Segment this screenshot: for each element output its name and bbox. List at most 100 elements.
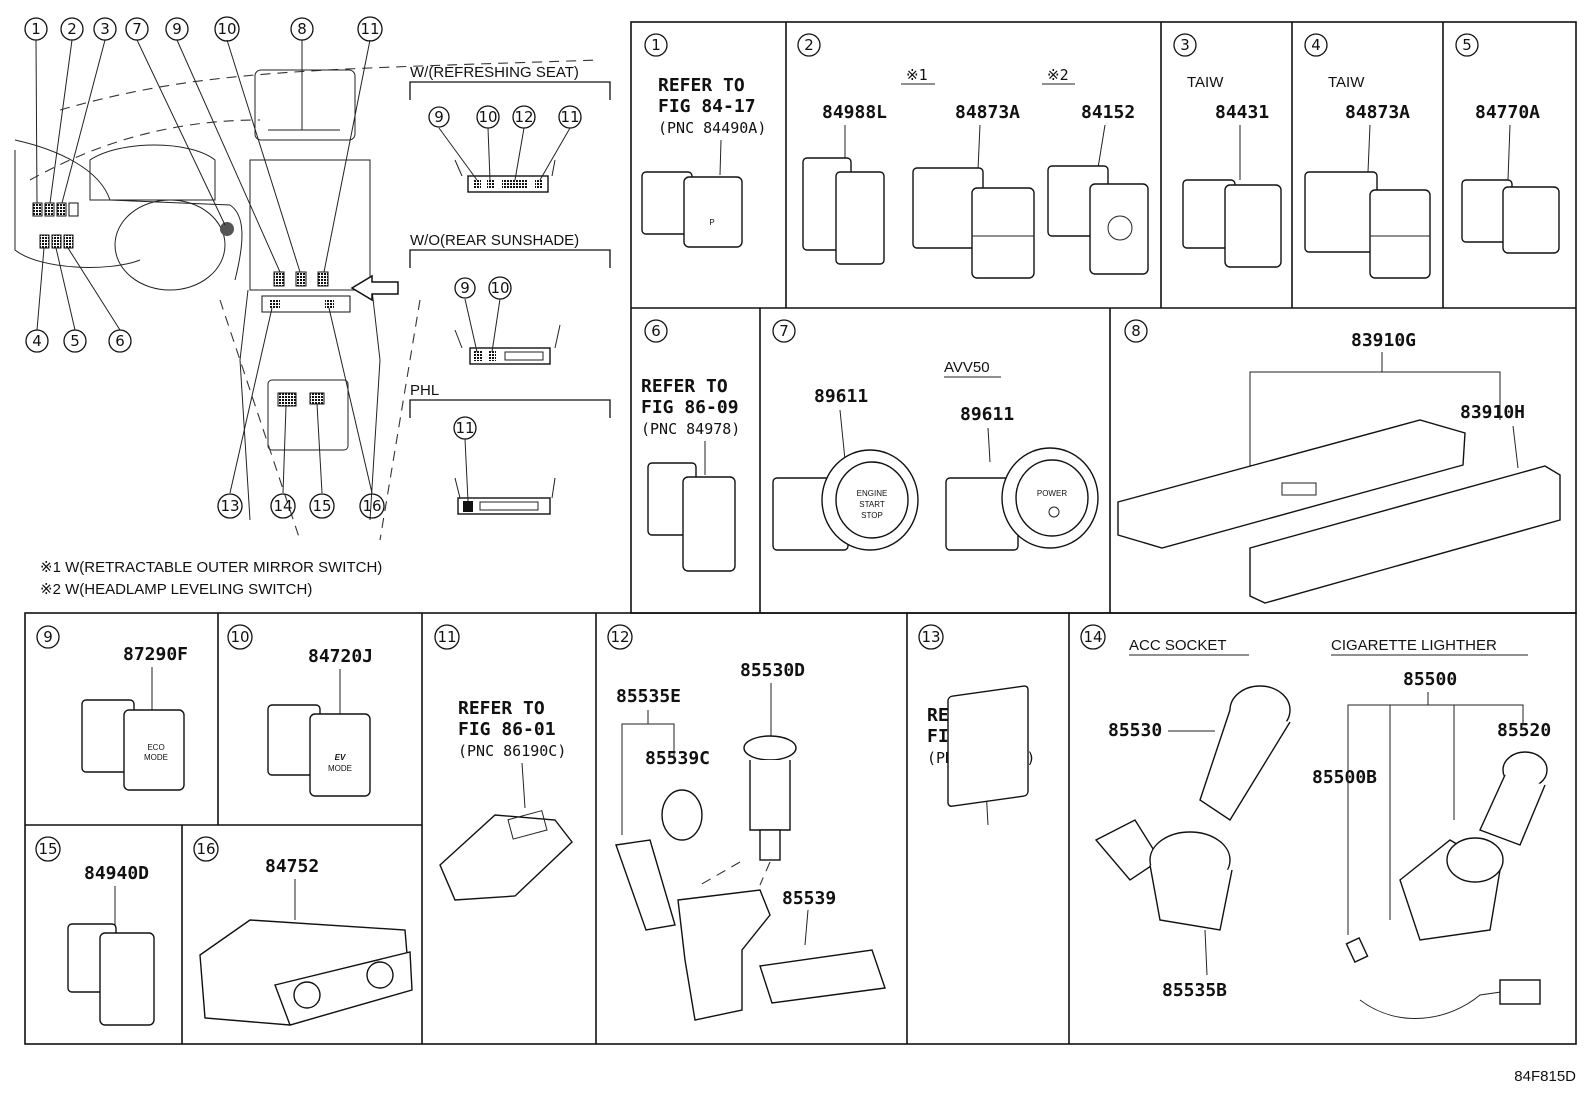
svg-text:(PNC 86190C): (PNC 86190C) bbox=[458, 742, 566, 760]
callout-9: 9 bbox=[165, 17, 189, 41]
svg-text:FIG 86-01: FIG 86-01 bbox=[458, 719, 556, 740]
cell-5: 5 84770A bbox=[1455, 33, 1560, 254]
park-assist-switch: P bbox=[641, 171, 743, 248]
socket-cover-85535e bbox=[615, 839, 771, 1021]
svg-text:FIG 86-09: FIG 86-09 bbox=[641, 397, 739, 418]
svg-text:8: 8 bbox=[1131, 322, 1141, 340]
svg-text:1: 1 bbox=[31, 20, 41, 38]
svg-text:4: 4 bbox=[32, 332, 42, 350]
callout-10: 10 bbox=[214, 16, 240, 42]
svg-text:ACC SOCKET: ACC SOCKET bbox=[1129, 637, 1227, 654]
svg-text:7: 7 bbox=[132, 20, 142, 38]
overview-callouts: 1 2 3 7 9 10 8 11 4 5 6 13 14 15 16 bbox=[24, 16, 385, 519]
acc-socket-85535b bbox=[1094, 819, 1233, 931]
svg-text:12: 12 bbox=[610, 628, 629, 646]
svg-text:POWER: POWER bbox=[1037, 489, 1067, 498]
cell-4: 4 TAIW 84873A bbox=[1304, 33, 1431, 279]
overview-leaders bbox=[35, 39, 373, 494]
svg-text:W/O(REAR SUNSHADE): W/O(REAR SUNSHADE) bbox=[410, 232, 579, 249]
svg-text:85530: 85530 bbox=[1108, 720, 1162, 741]
switch-locations bbox=[32, 202, 351, 407]
svg-text:5: 5 bbox=[1462, 36, 1472, 54]
svg-text:87290F: 87290F bbox=[123, 644, 188, 665]
svg-text:4: 4 bbox=[1311, 36, 1321, 54]
cell-1: 1 REFER TO FIG 84-17 (PNC 84490A) P bbox=[641, 33, 766, 248]
svg-text:ECO: ECO bbox=[147, 743, 164, 752]
svg-text:85500B: 85500B bbox=[1312, 767, 1377, 788]
callout-2: 2 bbox=[60, 17, 84, 41]
callout-4: 4 bbox=[25, 329, 49, 353]
svg-text:3: 3 bbox=[1180, 36, 1190, 54]
svg-text:10: 10 bbox=[490, 279, 509, 297]
svg-text:10: 10 bbox=[230, 628, 249, 646]
svg-text:84770A: 84770A bbox=[1475, 102, 1540, 123]
svg-text:MODE: MODE bbox=[144, 753, 168, 762]
svg-text:5: 5 bbox=[70, 332, 80, 350]
svg-text:84152: 84152 bbox=[1081, 102, 1135, 123]
svg-text:MODE: MODE bbox=[328, 764, 352, 773]
cell-2: 2 ※1 ※2 84988L 84873A 84152 bbox=[797, 33, 1149, 279]
cell-10: 10 84720J EV MODE bbox=[227, 624, 373, 797]
svg-text:9: 9 bbox=[43, 628, 53, 646]
cell-9: 9 87290F ECO MODE bbox=[36, 625, 188, 791]
svg-text:REFER TO: REFER TO bbox=[641, 376, 728, 397]
svg-text:84720J: 84720J bbox=[308, 646, 373, 667]
svg-text:85535B: 85535B bbox=[1162, 980, 1227, 1001]
svg-text:※2 W(HEADLAMP LEVELING SWITCH): ※2 W(HEADLAMP LEVELING SWITCH) bbox=[40, 581, 312, 598]
svg-text:8: 8 bbox=[297, 20, 307, 38]
svg-text:AVV50: AVV50 bbox=[944, 359, 990, 376]
cell-8: 8 83910G 83910H bbox=[1117, 319, 1561, 604]
svg-text:15: 15 bbox=[312, 497, 331, 515]
diagram-code: 84F815D bbox=[1514, 1068, 1576, 1085]
lighter-85520 bbox=[1479, 751, 1548, 846]
svg-text:EV: EV bbox=[335, 753, 346, 762]
svg-text:1: 1 bbox=[651, 36, 661, 54]
svg-text:STOP: STOP bbox=[861, 511, 883, 520]
svg-text:9: 9 bbox=[172, 20, 182, 38]
cell-7: 7 AVV50 89611 89611 ENGINE START STOP PO… bbox=[772, 319, 1099, 551]
svg-text:11: 11 bbox=[455, 419, 474, 437]
svg-text:7: 7 bbox=[779, 322, 789, 340]
svg-text:10: 10 bbox=[217, 20, 236, 38]
svg-text:2: 2 bbox=[67, 20, 77, 38]
svg-text:START: START bbox=[859, 500, 885, 509]
svg-text:84873A: 84873A bbox=[955, 102, 1020, 123]
variant-phl: PHL 11 bbox=[409, 382, 611, 515]
svg-text:85530D: 85530D bbox=[740, 660, 805, 681]
callout-3: 3 bbox=[93, 17, 117, 41]
svg-text:REFER TO: REFER TO bbox=[458, 698, 545, 719]
callout-7: 7 bbox=[125, 17, 149, 41]
svg-text:13: 13 bbox=[220, 497, 239, 515]
svg-text:REFER TO: REFER TO bbox=[658, 75, 745, 96]
svg-text:※2: ※2 bbox=[1047, 66, 1069, 84]
svg-text:6: 6 bbox=[651, 322, 661, 340]
dashboard-drawing bbox=[14, 59, 601, 541]
svg-text:11: 11 bbox=[437, 628, 456, 646]
callout-13: 13 bbox=[217, 493, 243, 519]
svg-text:84940D: 84940D bbox=[84, 863, 149, 884]
svg-text:10: 10 bbox=[478, 108, 497, 126]
cell-14: 14 ACC SOCKET CIGARETTE LIGHTHER 85530 8… bbox=[1080, 624, 1551, 1019]
svg-text:83910G: 83910G bbox=[1351, 330, 1416, 351]
power-button: POWER bbox=[945, 447, 1099, 551]
svg-text:85520: 85520 bbox=[1497, 720, 1551, 741]
callout-6: 6 bbox=[108, 329, 132, 353]
svg-text:85500: 85500 bbox=[1403, 669, 1457, 690]
cell-16: 16 84752 bbox=[193, 836, 413, 1026]
svg-text:13: 13 bbox=[921, 628, 940, 646]
callout-8: 8 bbox=[290, 17, 314, 41]
svg-text:11: 11 bbox=[360, 20, 379, 38]
cell-3: 3 TAIW 84431 bbox=[1173, 33, 1282, 268]
svg-text:(PNC 84978): (PNC 84978) bbox=[641, 420, 740, 438]
svg-text:84988L: 84988L bbox=[822, 102, 887, 123]
callout-15: 15 bbox=[309, 493, 335, 519]
svg-text:※1 W(RETRACTABLE OUTER MIRROR: ※1 W(RETRACTABLE OUTER MIRROR SWITCH) bbox=[40, 559, 382, 576]
cell-12: 12 85535E 85530D 85539C 85539 bbox=[607, 624, 886, 1021]
engine-start-button: ENGINE START STOP bbox=[772, 449, 919, 551]
svg-text:11: 11 bbox=[560, 108, 579, 126]
svg-text:(PNC 84490A): (PNC 84490A) bbox=[658, 119, 766, 137]
svg-text:2: 2 bbox=[804, 36, 814, 54]
svg-text:16: 16 bbox=[196, 840, 215, 858]
callout-11: 11 bbox=[357, 16, 383, 42]
cell-6: 6 REFER TO FIG 86-09 (PNC 84978) bbox=[641, 319, 740, 572]
